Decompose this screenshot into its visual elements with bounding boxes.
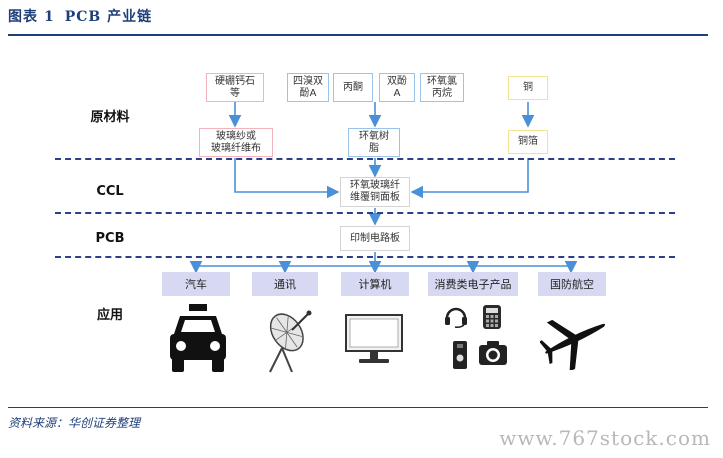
- box-acetone: 丙酮: [333, 73, 373, 102]
- app-consumer-electronics: 消费类电子产品: [428, 272, 518, 296]
- box-ccl: 环氧玻璃纤 维覆铜面板: [340, 177, 410, 207]
- arrow-foil-ccl: [410, 158, 529, 199]
- headset-icon: [445, 307, 467, 328]
- app-computer: 计算机: [341, 272, 409, 296]
- taxi-icon: [170, 304, 226, 372]
- app-automotive: 汽车: [162, 272, 230, 296]
- box-epichlorohydrin: 环氧氯 丙烷: [420, 73, 464, 102]
- arrow-glass-ccl: [234, 158, 340, 199]
- satellite-dish-icon: [269, 310, 312, 373]
- airplane-icon: [540, 319, 606, 370]
- box-pcb: 印制电路板: [340, 226, 410, 251]
- separator-pcb-app: [55, 256, 675, 258]
- box-copper-foil: 铜箔: [508, 130, 548, 154]
- separator-ccl-pcb: [55, 212, 675, 214]
- box-bisphenol-a: 双酚 A: [379, 73, 415, 102]
- figure-title: 图表 1 PCB 产业链: [8, 6, 152, 26]
- box-tbba: 四溴双 酚A: [287, 73, 329, 102]
- camera-icon: [479, 341, 507, 365]
- stage-application: 应用: [96, 308, 123, 323]
- source-note: 资料来源：华创证券整理: [8, 416, 141, 430]
- figure-title-prefix: 图表: [8, 9, 38, 25]
- box-colemanite: 硬硼钙石 等: [206, 73, 264, 102]
- watermark: www.767stock.com: [499, 426, 711, 450]
- app-defense-aviation: 国防航空: [538, 272, 606, 296]
- separator-raw-ccl: [55, 158, 675, 160]
- box-epoxy-resin: 环氧树 脂: [348, 128, 400, 157]
- box-glass-fiber: 玻璃纱或 玻璃纤维布: [199, 128, 273, 157]
- box-copper: 铜: [508, 76, 548, 100]
- title-rule: [8, 34, 708, 36]
- stage-raw-materials: 原材料: [90, 110, 130, 125]
- source-rule: [8, 407, 708, 408]
- figure-number: 1: [44, 9, 55, 25]
- figure-title-text: PCB 产业链: [64, 9, 153, 25]
- app-communication: 通讯: [252, 272, 318, 296]
- monitor-icon: [345, 314, 403, 363]
- usb-drive-icon: [453, 341, 467, 369]
- stage-pcb: PCB: [95, 231, 125, 246]
- stage-ccl: CCL: [96, 184, 124, 199]
- calculator-icon: [483, 305, 501, 329]
